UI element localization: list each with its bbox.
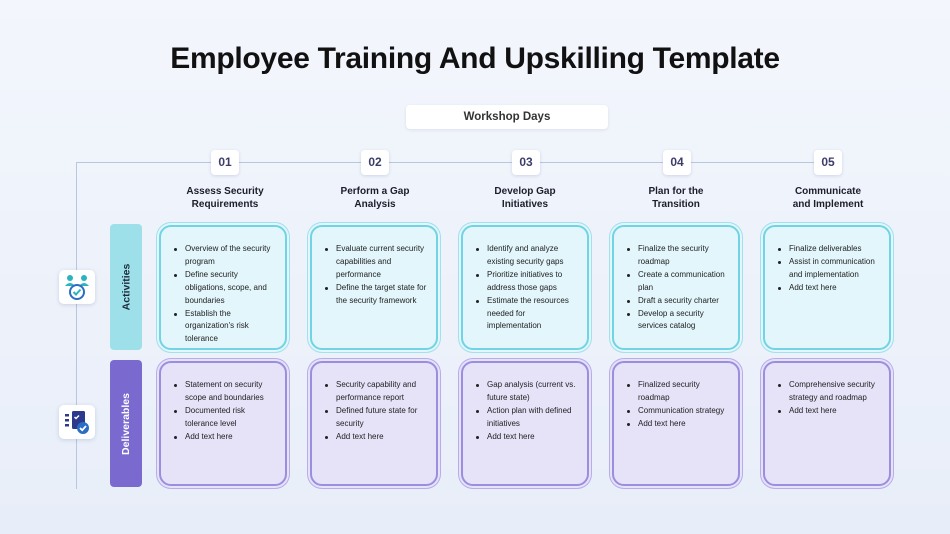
activities-list: Identify and analyze existing security g… — [473, 243, 579, 333]
row-label-deliverables-text: Deliverables — [120, 392, 132, 455]
deliverables-card-1: Statement on security scope and boundari… — [159, 361, 287, 486]
deliverables-list: Gap analysis (current vs. future state)A… — [473, 379, 579, 444]
step-number-5: 05 — [814, 150, 842, 175]
list-item: Identify and analyze existing security g… — [473, 243, 579, 269]
list-item: Security capability and performance repo… — [322, 379, 428, 405]
step-heading-line: Requirements — [191, 198, 259, 210]
list-item: Defined future state for security — [322, 405, 428, 431]
deliverables-card-5: Comprehensive security strategy and road… — [763, 361, 891, 486]
team-check-icon — [59, 270, 95, 304]
page-title: Employee Training And Upskilling Templat… — [170, 42, 780, 75]
row-label-deliverables: Deliverables — [110, 360, 142, 487]
list-item: Finalized security roadmap — [624, 379, 730, 405]
list-item: Develop a security services catalog — [624, 308, 730, 334]
step-heading-line: Develop Gap — [494, 186, 556, 197]
step-number-1: 01 — [211, 150, 239, 175]
list-item: Establish the organization's risk tolera… — [171, 308, 277, 347]
list-item: Prioritize initiatives to address those … — [473, 269, 579, 295]
list-item: Add text here — [624, 418, 730, 431]
row-label-activities: Activities — [110, 224, 142, 350]
list-item: Define the target state for the security… — [322, 282, 428, 308]
activities-card-3: Identify and analyze existing security g… — [461, 225, 589, 350]
list-item: Create a communication plan — [624, 269, 730, 295]
step-heading-line: Analysis — [354, 198, 396, 210]
step-number-2: 02 — [361, 150, 389, 175]
list-item: Draft a security charter — [624, 295, 730, 308]
list-item: Add text here — [171, 431, 277, 444]
row-label-activities-text: Activities — [120, 263, 132, 311]
step-heading-line: Perform a Gap — [340, 186, 410, 197]
list-item: Estimate the resources needed for implem… — [473, 295, 579, 334]
deliverables-list: Statement on security scope and boundari… — [171, 379, 277, 444]
step-heading-line: Plan for the — [648, 186, 704, 197]
deliverables-card-2: Security capability and performance repo… — [310, 361, 438, 486]
list-item: Add text here — [775, 405, 881, 418]
step-heading-line: and Implement — [792, 198, 864, 210]
step-heading-line: Initiatives — [501, 198, 549, 210]
step-heading-line: Communicate — [794, 186, 862, 197]
list-item: Communication strategy — [624, 405, 730, 418]
list-item: Add text here — [473, 431, 579, 444]
list-item: Documented risk tolerance level — [171, 405, 277, 431]
step-heading-line: Assess Security — [186, 186, 264, 197]
deliverables-list: Security capability and performance repo… — [322, 379, 428, 444]
workshop-days-label: Workshop Days — [406, 105, 608, 129]
list-item: Finalize the security roadmap — [624, 243, 730, 269]
deliverables-list: Comprehensive security strategy and road… — [775, 379, 881, 418]
list-item: Gap analysis (current vs. future state) — [473, 379, 579, 405]
list-item: Overview of the security program — [171, 243, 277, 269]
timeline-horizontal-line — [76, 162, 836, 163]
list-item: Statement on security scope and boundari… — [171, 379, 277, 405]
list-item: Evaluate current security capabilities a… — [322, 243, 428, 282]
list-item: Comprehensive security strategy and road… — [775, 379, 881, 405]
list-item: Finalize deliverables — [775, 243, 881, 256]
list-item: Assist in communication and implementati… — [775, 256, 881, 282]
list-item: Action plan with defined initiatives — [473, 405, 579, 431]
list-item: Define security obligations, scope, and … — [171, 269, 277, 308]
step-heading-line: Transition — [652, 198, 700, 210]
activities-list: Evaluate current security capabilities a… — [322, 243, 428, 308]
activities-card-2: Evaluate current security capabilities a… — [310, 225, 438, 350]
list-item: Add text here — [322, 431, 428, 444]
step-number-3: 03 — [512, 150, 540, 175]
checklist-icon — [59, 405, 95, 439]
timeline-vertical-line — [76, 162, 77, 489]
deliverables-card-3: Gap analysis (current vs. future state)A… — [461, 361, 589, 486]
step-number-4: 04 — [663, 150, 691, 175]
list-item: Add text here — [775, 282, 881, 295]
